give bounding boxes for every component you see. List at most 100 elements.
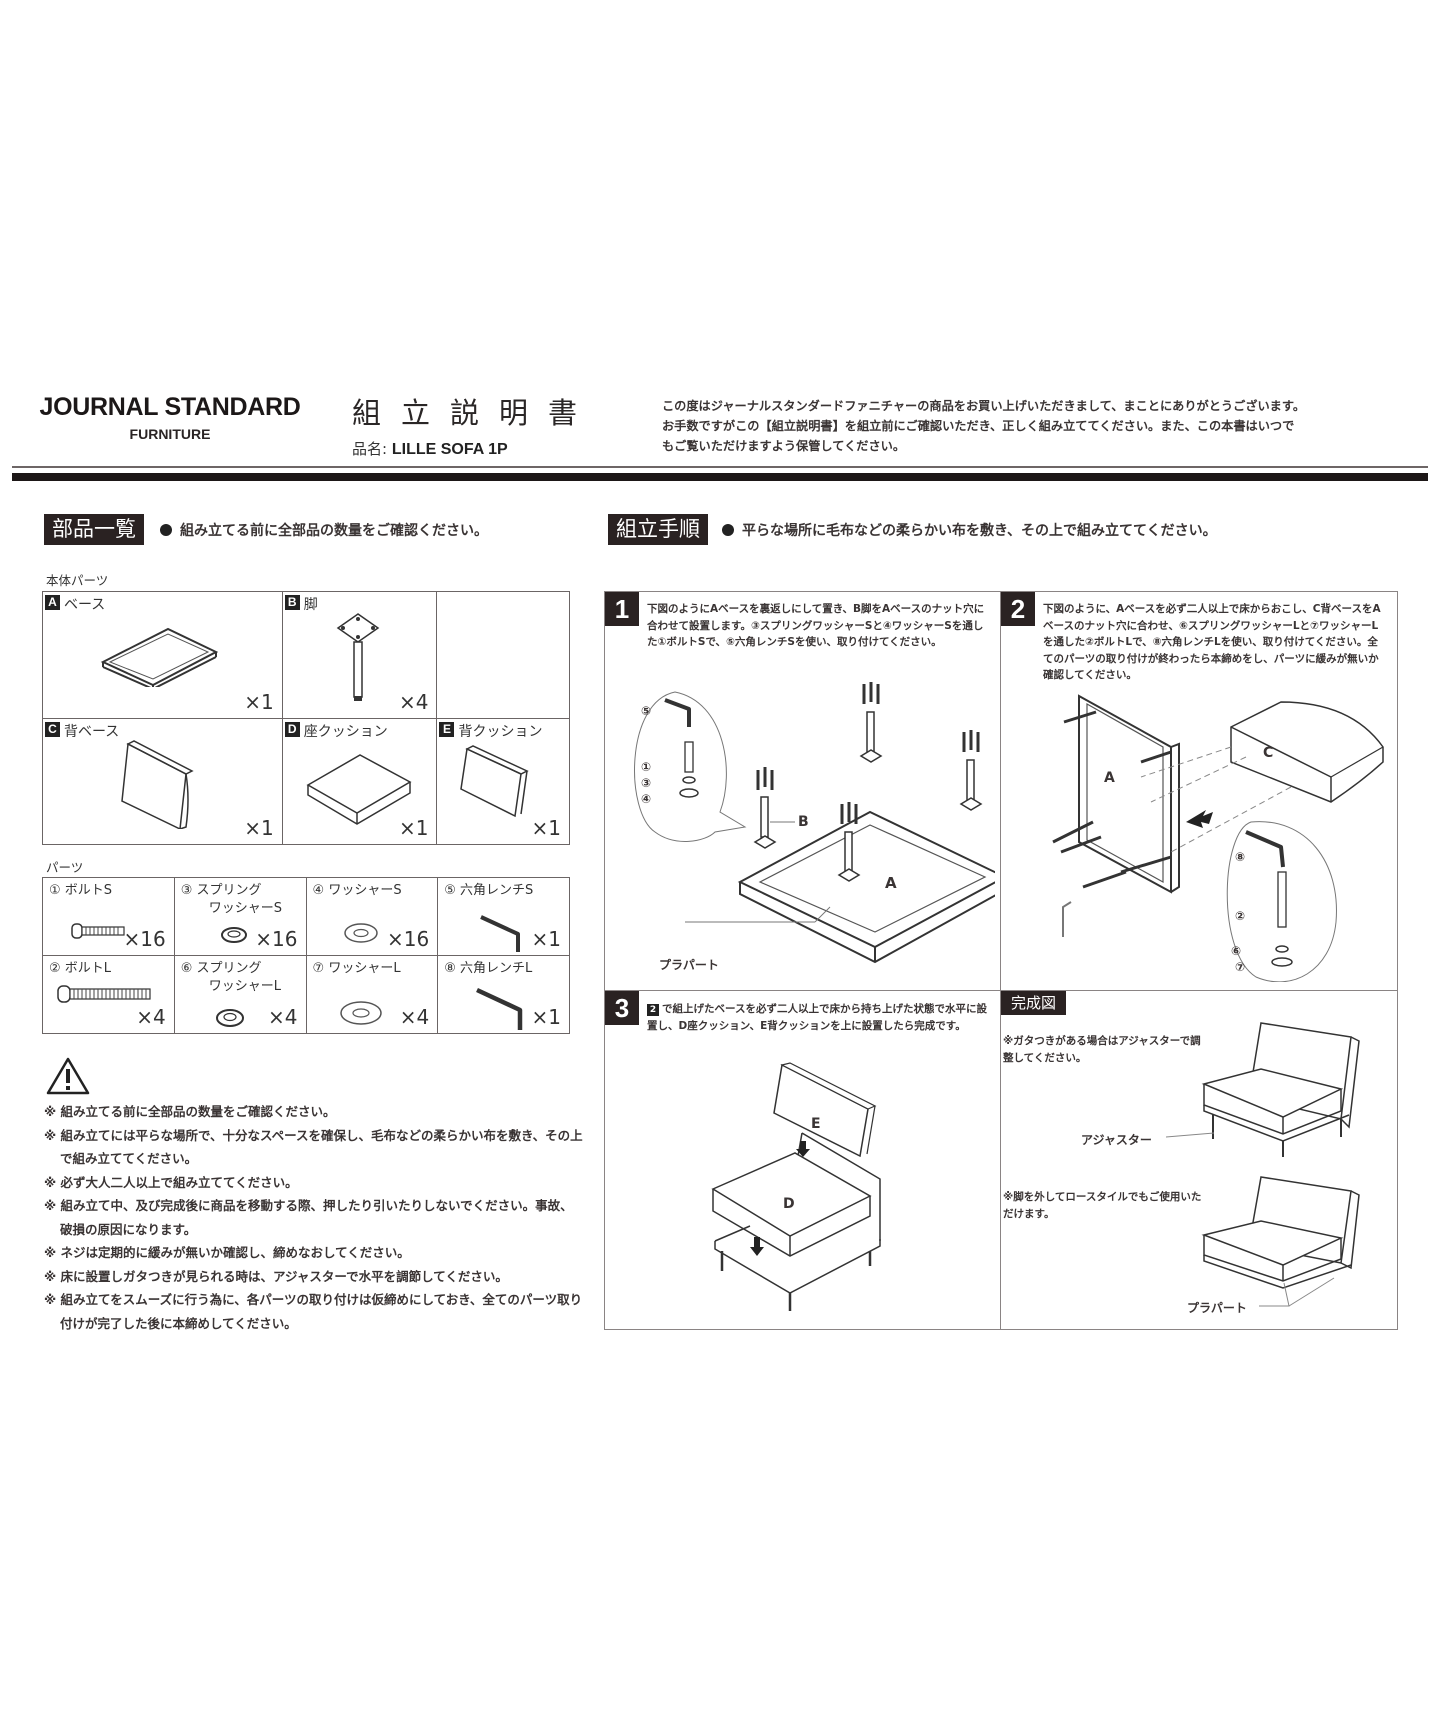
part-letter: E [439,722,455,737]
callout-bolt-l: ② [1235,909,1246,923]
hardware-label: パーツ [46,860,84,875]
callout-base-a: A [885,874,897,892]
bullet-icon [722,523,734,536]
header-divider-thin [12,466,1428,468]
hardware-name: ④ ワッシャーS [312,883,402,898]
leg-icon [336,613,380,701]
step-number: 1 [605,592,639,626]
assembly-section-tag: 組立手順 [608,514,708,545]
parts-section-note: 組み立てる前に全部品の数量をご確認ください。 [160,520,488,540]
base-frame-icon [100,627,218,687]
warning-item: ※ ネジは定期的に緩みが無いか確認し、締めなおしてください。 [44,1245,410,1260]
seat-cushion-icon [306,754,412,825]
document-title: 組立説明書 [352,396,598,430]
brand-name: JOURNAL STANDARD [39,393,301,421]
intro-line: もご覧いただけますよう保管してください。 [662,439,906,453]
hardware-cell: ④ ワッシャーS ×16 [305,877,439,956]
hardware-name: ⑤ 六角レンチS [444,883,534,898]
intro-text: この度はジャーナルスタンダードファニチャーの商品をお買い上げいただきまして、まこ… [662,396,1412,456]
adjuster-label: アジャスター [1081,1133,1152,1147]
warning-item: ※ 必ず大人二人以上で組み立ててください。 [44,1174,298,1190]
part-letter: D [284,722,300,737]
bolt-l-icon [57,985,151,1003]
callout-washer-s: ④ [641,792,652,806]
hardware-cell: ③ スプリングワッシャーS ×16 [173,877,307,956]
part-qty: ×1 [398,816,429,840]
bolt-s-icon [71,923,125,939]
step-3-diagram [711,1062,881,1311]
step-number: 3 [605,991,639,1025]
hardware-name: ③ スプリングワッシャーS [180,883,282,916]
callout-bolt-s: ① [641,760,652,774]
callout-base-a: A [1104,770,1115,786]
part-qty: ×4 [398,690,429,714]
product-name: 品名: LILLE SOFA 1P [352,438,508,459]
hardware-qty: ×16 [255,927,298,951]
callout-spring-washer-s: ③ [641,776,652,790]
hardware-name: ⑦ ワッシャーL [312,961,401,976]
parts-section-header: 部品一覧 組み立てる前に全部品の数量をご確認ください。 [44,514,488,545]
part-name: 脚 [303,597,318,613]
hardware-cell: ⑦ ワッシャーL ×4 [305,955,439,1034]
part-name: 背クッション [458,724,543,740]
step-1-instructions: 下図のようにAベースを裏返しにして置き、B脚をAベースのナット穴に合わせて設置し… [647,603,985,648]
callout-back-base-c: C [1263,745,1274,761]
hardware-name: ⑧ 六角レンチL [444,961,533,976]
washer-s-icon [343,923,378,943]
body-parts-label: 本体パーツ [46,573,109,588]
completion-note-adjuster: ※ガタつきがある場合はアジャスターで調整してください。 [1003,1035,1201,1064]
part-name: ベース [64,597,106,613]
callout-leg-b: B [798,814,809,830]
bracket-label: プラパート [1187,1301,1247,1315]
spring-washer-s-icon [220,927,247,943]
back-base-icon [121,740,194,829]
step-2-panel: 2 下図のように、Aベースを必ず二人以上で床からおこし、C背ベースをAベースのナ… [1000,591,1398,992]
product-value: LILLE SOFA 1P [391,441,508,458]
step-2-diagram [1052,694,1384,982]
brand-subtitle: FURNITURE [129,426,211,442]
warning-item: ※ 組み立てには平らな場所で、十分なスペースを確保し、毛布などの柔らかい布を敷き… [44,1127,583,1167]
hardware-cell: ① ボルトS ×16 [42,877,175,956]
hardware-qty: ×16 [387,927,430,951]
hardware-qty: ×16 [123,927,166,951]
callout-washer-l: ⑦ [1235,960,1246,974]
hardware-qty: ×4 [399,1005,430,1029]
washer-l-icon [339,1001,382,1025]
adjuster-leader-line [1166,1132,1215,1138]
callout-back-cushion-e: E [811,1116,821,1132]
callout-wrench-l: ⑧ [1235,850,1246,864]
bullet-icon [160,523,172,536]
callout-spring-washer-l: ⑥ [1231,944,1242,958]
assembly-section-note: 平らな場所に毛布などの柔らかい布を敷き、その上で組み立ててください。 [722,520,1217,540]
warning-triangle-icon [46,1057,90,1095]
parts-section-tag: 部品一覧 [44,514,144,545]
hardware-table: ① ボルトS ×16 ③ スプリングワッシャーS ×16 ④ ワッシャーS ×1… [42,877,570,1034]
hardware-name: ② ボルトL [49,961,112,976]
part-cell-empty [436,591,570,719]
part-name: 座クッション [303,724,388,740]
back-cushion-icon [460,745,530,818]
product-label: 品名: [352,440,388,458]
bracket-leader-line [1259,1277,1335,1307]
hardware-cell: ⑥ スプリングワッシャーL ×4 [173,955,307,1034]
callout-seat-cushion-d: D [783,1196,795,1212]
completion-note-low-style: ※脚を外してロースタイルでもご使用いただけます。 [1003,1191,1202,1220]
hex-wrench-l-icon [476,987,523,1030]
part-qty: ×1 [244,690,274,714]
step-ref-badge: 2 [647,1004,659,1016]
hardware-cell: ② ボルトL ×4 [42,955,175,1034]
part-name: 背ベース [64,724,120,740]
part-qty: ×1 [244,816,274,840]
callout-wrench-s: ⑤ [641,704,652,718]
callout-bracket: プラパート [659,958,719,972]
completion-tag: 完成図 [1001,991,1067,1015]
hardware-name: ① ボルトS [49,883,113,898]
finished-sofa-high-icon [1201,1022,1360,1157]
